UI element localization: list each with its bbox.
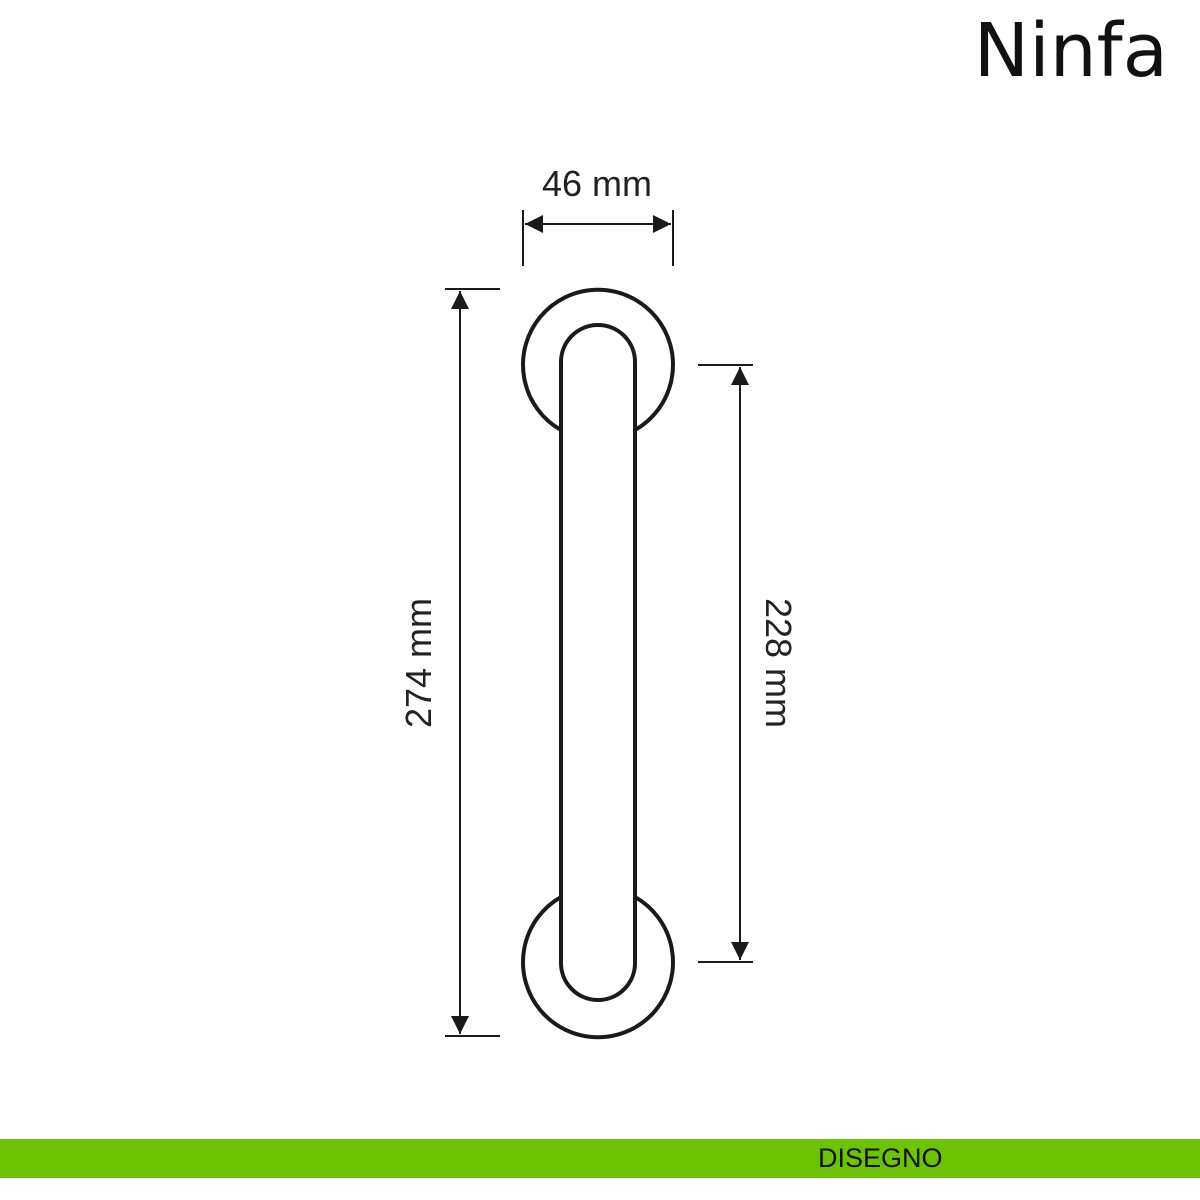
- handle-grip: [559, 323, 637, 1002]
- footer-label: DISEGNO: [818, 1143, 943, 1173]
- product-title: Ninfa: [973, 8, 1168, 94]
- width-label: 46 mm: [542, 163, 652, 204]
- total-height-label: 274 mm: [398, 598, 439, 728]
- top-rose: [521, 287, 675, 432]
- footer-bar: DISEGNO: [0, 1139, 1200, 1178]
- center-distance-label: 228 mm: [758, 598, 799, 728]
- bottom-rose: [521, 895, 675, 1040]
